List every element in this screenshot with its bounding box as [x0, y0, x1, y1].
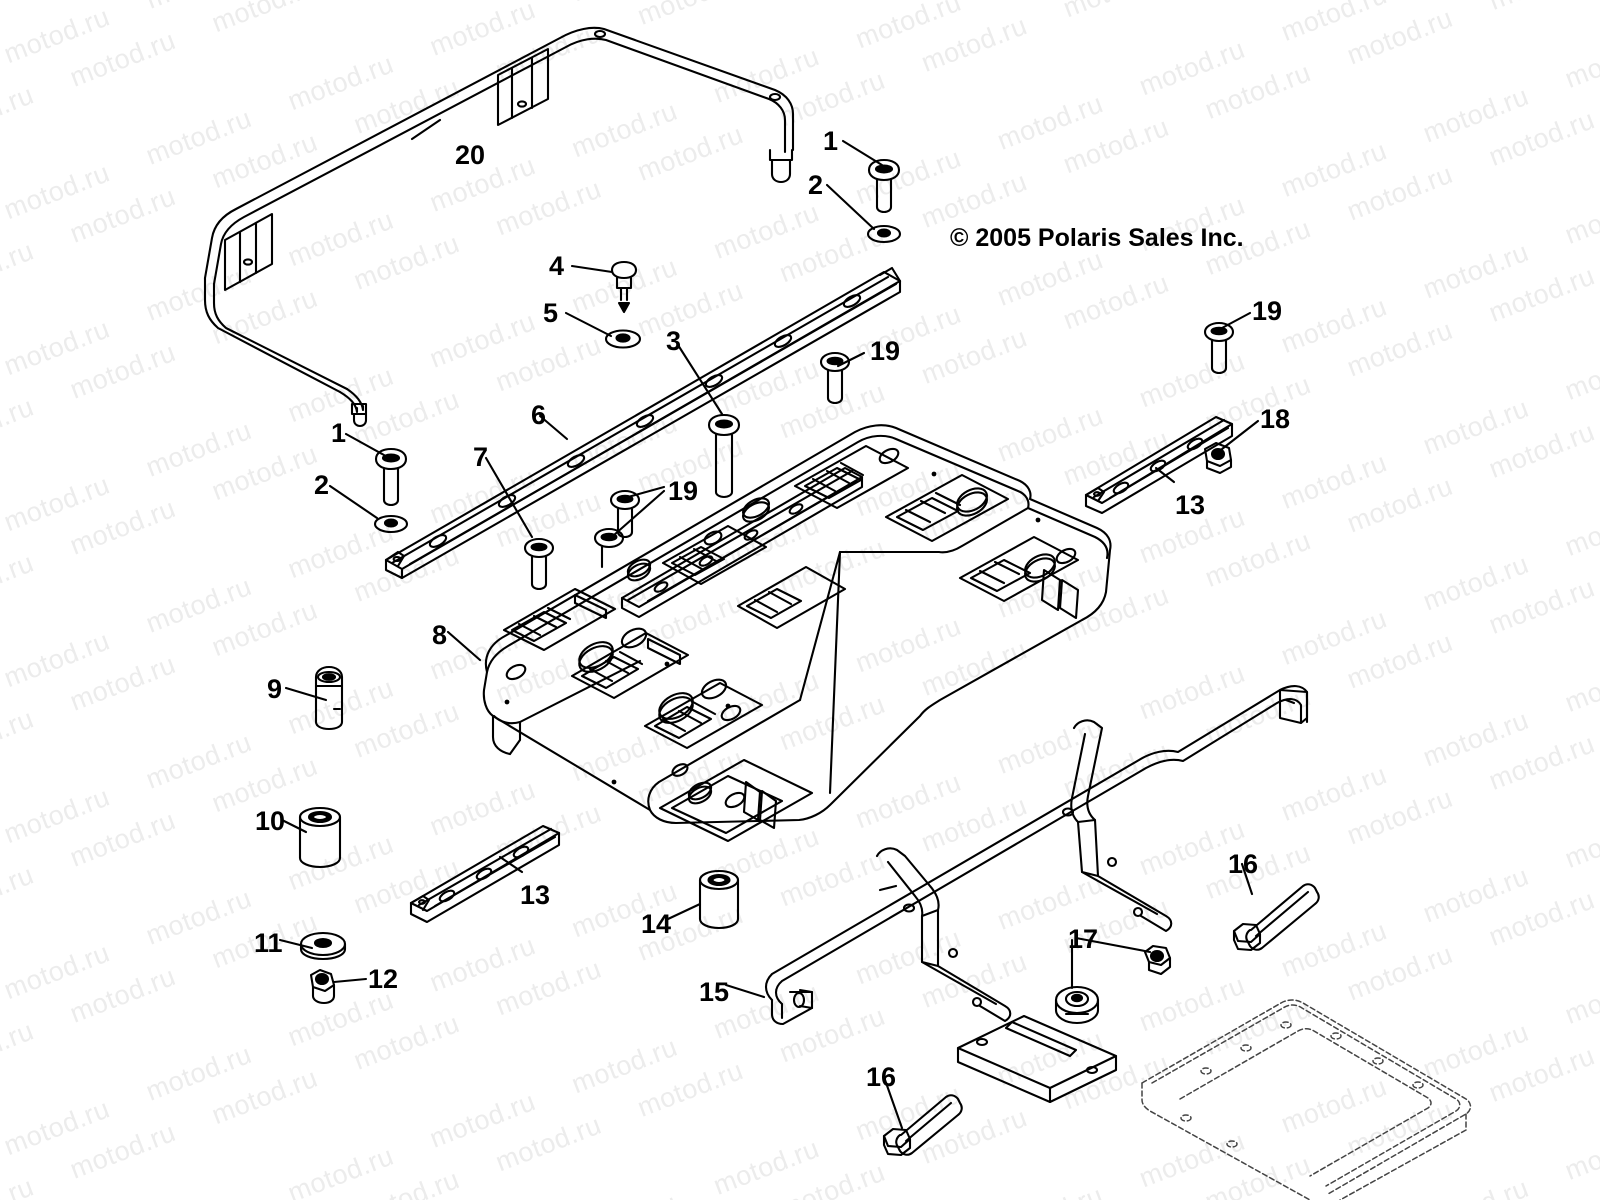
part-13-bracket-right: [1084, 415, 1234, 515]
part-5-washer: [604, 329, 642, 349]
callout-10: 10: [255, 806, 286, 836]
part-18-hex-nut: [1203, 441, 1233, 475]
leader-lines: [278, 118, 1260, 1130]
callout-16-bottom: 16: [866, 1062, 897, 1092]
copyright-notice: © 2005 Polaris Sales Inc.: [950, 224, 1244, 252]
part-14-spacer: [698, 869, 740, 930]
part-12-lock-nut: [309, 968, 336, 1005]
callout-12: 12: [368, 964, 399, 994]
callout-13-right: 13: [1175, 490, 1206, 520]
part-17-grommet-b: [1054, 985, 1100, 1025]
part-16-bolt-bottom: [882, 1094, 963, 1157]
callout-18: 18: [1260, 404, 1291, 434]
callout-3: 3: [666, 326, 682, 356]
callout-7: 7: [473, 442, 489, 472]
callout-17: 17: [1068, 924, 1099, 954]
part-8-rack-body: [482, 424, 1112, 843]
callout-19-center: 19: [870, 336, 901, 366]
part-1-bolt-lower: [374, 447, 408, 507]
part-1-bolt-upper: [867, 158, 901, 214]
callout-19-pair: 19: [668, 476, 699, 506]
part-7-bolt: [523, 537, 555, 591]
callout-8: 8: [432, 620, 448, 650]
part-15-rear-bumper: [764, 685, 1309, 1026]
part-17-grommet-a: [1143, 944, 1172, 976]
callout-20: 20: [455, 140, 486, 170]
part-19-bolt-b: [1203, 321, 1235, 375]
part-6-rack-rail: [384, 266, 902, 580]
part-16-bolt-right: [1232, 883, 1320, 952]
callout-13-left: 13: [520, 880, 551, 910]
callout-9: 9: [267, 674, 283, 704]
bracket-plate-bottom: [956, 1014, 1118, 1104]
callout-5: 5: [543, 298, 559, 328]
callout-1-lower: 1: [331, 418, 347, 448]
part-19-bolt-a: [819, 351, 851, 405]
callout-11: 11: [254, 928, 283, 958]
part-10-spacer: [298, 806, 342, 869]
part-2-washer-upper: [866, 224, 902, 244]
callout-19-right: 19: [1252, 296, 1283, 326]
callout-6: 6: [531, 400, 547, 430]
part-20-rack-hoop: [203, 26, 795, 428]
part-11-washer: [299, 931, 347, 961]
callout-1-upper: 1: [823, 126, 839, 156]
part-4-push-rivet: [610, 260, 638, 314]
callout-2-lower: 2: [314, 470, 330, 500]
part-2-washer-lower: [373, 514, 409, 534]
callout-14: 14: [641, 909, 672, 939]
reference-frame: [1141, 999, 1472, 1200]
part-19-bolt-d: [593, 527, 625, 569]
callout-2-upper: 2: [808, 170, 824, 200]
callout-16-right: 16: [1228, 849, 1259, 879]
part-9-socket-bolt: [314, 665, 344, 731]
callout-15: 15: [699, 977, 730, 1007]
part-13-bracket-left: [409, 824, 561, 924]
part-3-long-bolt: [707, 413, 741, 499]
callout-4: 4: [549, 251, 565, 281]
